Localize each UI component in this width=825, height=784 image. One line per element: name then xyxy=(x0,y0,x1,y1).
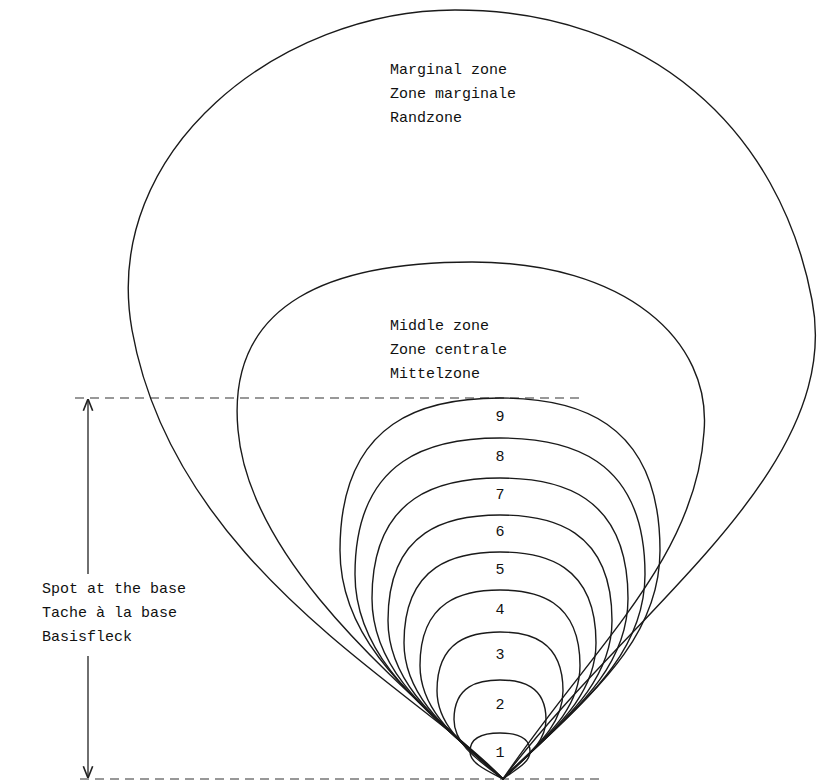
callout-number: 6 xyxy=(495,524,504,542)
spot-ring: 321 xyxy=(435,630,567,781)
spot-ring: 54321 xyxy=(402,550,600,781)
zone-outline xyxy=(220,260,720,784)
zone-label: Mittelzone xyxy=(390,366,480,384)
dimension-line xyxy=(87,399,88,574)
zone-outline xyxy=(437,632,563,779)
callout-number: 1 xyxy=(495,745,504,763)
zone-outline xyxy=(372,478,628,779)
callout-number: 2 xyxy=(495,697,504,715)
zone-label: Randzone xyxy=(390,110,462,128)
spot-ring: 654321 xyxy=(386,513,616,781)
zone-outline xyxy=(340,398,660,779)
zone-outline xyxy=(404,552,596,779)
spot-ring: 4321 xyxy=(418,588,584,781)
dimension-label: Tache à la base xyxy=(42,605,177,623)
callout-number: 8 xyxy=(495,449,504,467)
zone-label: Zone centrale xyxy=(390,342,507,360)
middle-zone: Middle zoneZone centraleMittelzone 9 8 7 6 5 4… xyxy=(220,260,720,784)
zone-outline xyxy=(237,262,704,779)
callout-number: 9 xyxy=(495,409,504,427)
zone-label: Marginal zone xyxy=(390,62,507,80)
callout-number: 3 xyxy=(495,647,504,665)
dashed-line xyxy=(80,778,600,779)
marginal-zone: Marginal zoneZone marginaleRandzoneMiddl… xyxy=(100,0,825,784)
zone-outline xyxy=(454,680,546,779)
zone-outline xyxy=(470,733,530,779)
zone-outline xyxy=(355,438,645,779)
callout-number: 5 xyxy=(495,562,504,580)
dimension-label: Spot at the base xyxy=(42,581,186,599)
callout-number: 4 xyxy=(495,602,504,620)
spot-ring: 1 xyxy=(468,731,534,781)
spot-ring: 21 xyxy=(452,678,550,781)
zone-outline xyxy=(452,678,550,781)
spot-ring: 987654321 xyxy=(338,396,664,781)
zone-outline xyxy=(420,590,580,779)
zone-label: Middle zone xyxy=(390,318,489,336)
zone-outline xyxy=(128,10,815,779)
zone-outline xyxy=(370,476,632,781)
spot-ring: 87654321 xyxy=(353,436,649,781)
dimension-line xyxy=(87,656,88,778)
callout-number: 7 xyxy=(495,487,504,505)
spot-ring: 7654321 xyxy=(370,476,632,781)
dimension-label: Basisfleck xyxy=(42,629,132,647)
zone-outline xyxy=(100,0,825,784)
zone-label: Zone marginale xyxy=(390,86,516,104)
zone-outline xyxy=(388,515,612,779)
